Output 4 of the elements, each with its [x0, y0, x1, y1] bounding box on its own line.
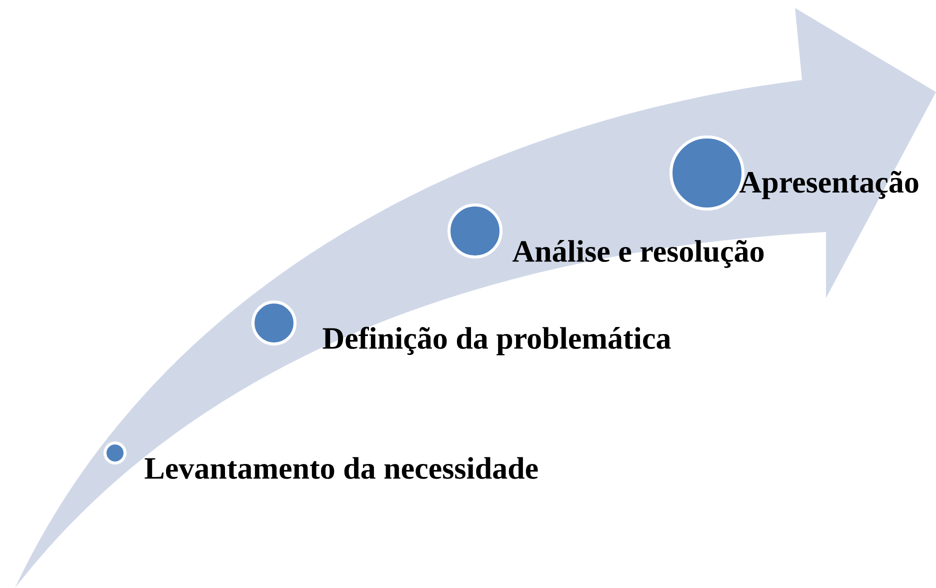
step-label: Análise e resolução — [512, 240, 764, 268]
step-label: Definição da problemática — [322, 326, 671, 356]
step-label: Apresentação — [740, 170, 918, 200]
step-label: Levantamento da necessidade — [144, 457, 538, 479]
